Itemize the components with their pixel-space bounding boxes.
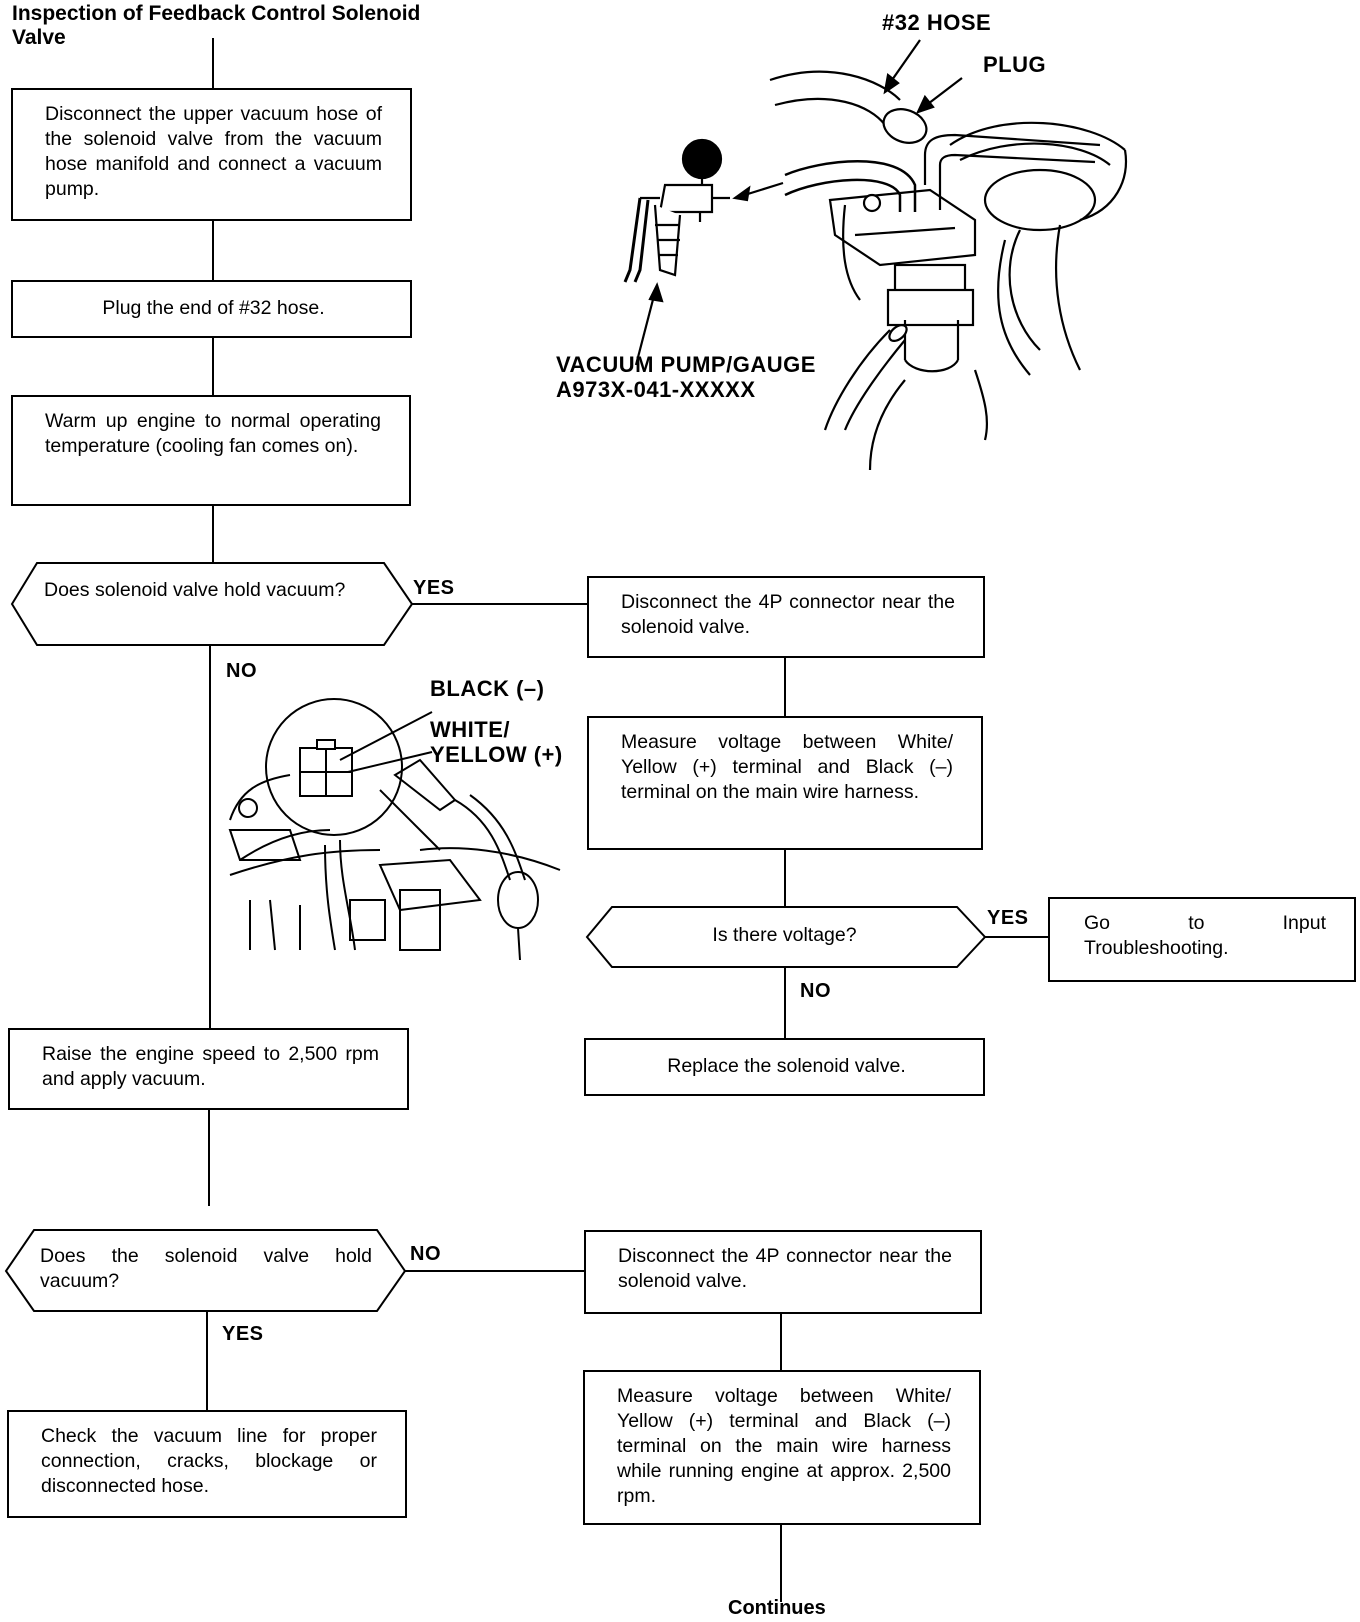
step-check-line: Check the vacuum line for proper connect… xyxy=(7,1410,407,1518)
step-measure-voltage-1: Measure voltage between White/ Yellow (+… xyxy=(587,716,983,850)
white-yellow-label-line1: WHITE/ xyxy=(430,717,510,742)
decision-q-voltage-text: Is there voltage? xyxy=(712,924,857,946)
decision-q-hold-vacuum-2 xyxy=(4,1229,407,1312)
step-disconnect-4p-2: Disconnect the 4P connector near the sol… xyxy=(584,1230,982,1314)
branch-label-q1-no: NO xyxy=(226,660,257,682)
step-raise-speed: Raise the engine speed to 2,500 rpm and … xyxy=(8,1028,409,1110)
white-yellow-label-line2: YELLOW (+) xyxy=(430,742,563,767)
step-plug-hose: Plug the end of #32 hose. xyxy=(11,280,412,338)
branch-label-q2-yes: YES xyxy=(222,1323,264,1345)
pump-label-line1: VACUUM PUMP/GAUGE xyxy=(556,352,816,377)
plug-label: PLUG xyxy=(983,52,1047,77)
continues-label: Continues xyxy=(728,1597,826,1619)
black-terminal-label: BLACK (–) xyxy=(430,676,545,701)
step-disconnect-upper-hose: Disconnect the upper vacuum hose of the … xyxy=(11,88,412,221)
branch-label-q2-no: NO xyxy=(410,1243,441,1265)
step-measure-voltage-2: Measure voltage between White/ Yellow (+… xyxy=(583,1370,981,1525)
page-title: Inspection of Feedback Control Solenoid … xyxy=(12,2,421,49)
branch-label-q1-yes: YES xyxy=(413,577,455,599)
step-warm-up: Warm up engine to normal operating tempe… xyxy=(11,395,411,506)
branch-label-voltage-yes: YES xyxy=(987,907,1029,929)
branch-label-voltage-no: NO xyxy=(800,980,831,1002)
step-replace-valve: Replace the solenoid valve. xyxy=(584,1038,985,1096)
decision-q-hold-vacuum-1-text: Does solenoid valve hold vacuum? xyxy=(44,579,346,601)
connector-lines xyxy=(206,38,1048,1602)
decision-q-hold-vacuum-1 xyxy=(10,562,414,646)
hose-label: #32 HOSE xyxy=(882,10,992,35)
decision-q-hold-vacuum-2-text: Does the solenoid valve hold vacuum? xyxy=(40,1245,372,1292)
vacuum-pump-illustration xyxy=(623,39,1127,471)
step-go-input-troubleshooting: Go to Input Troubleshooting. xyxy=(1048,897,1356,982)
connector-illustration xyxy=(228,698,561,961)
step-disconnect-4p-1: Disconnect the 4P connector near the sol… xyxy=(587,576,985,658)
decision-q-voltage xyxy=(585,906,987,968)
pump-label-line2: A973X-041-XXXXX xyxy=(556,377,756,402)
